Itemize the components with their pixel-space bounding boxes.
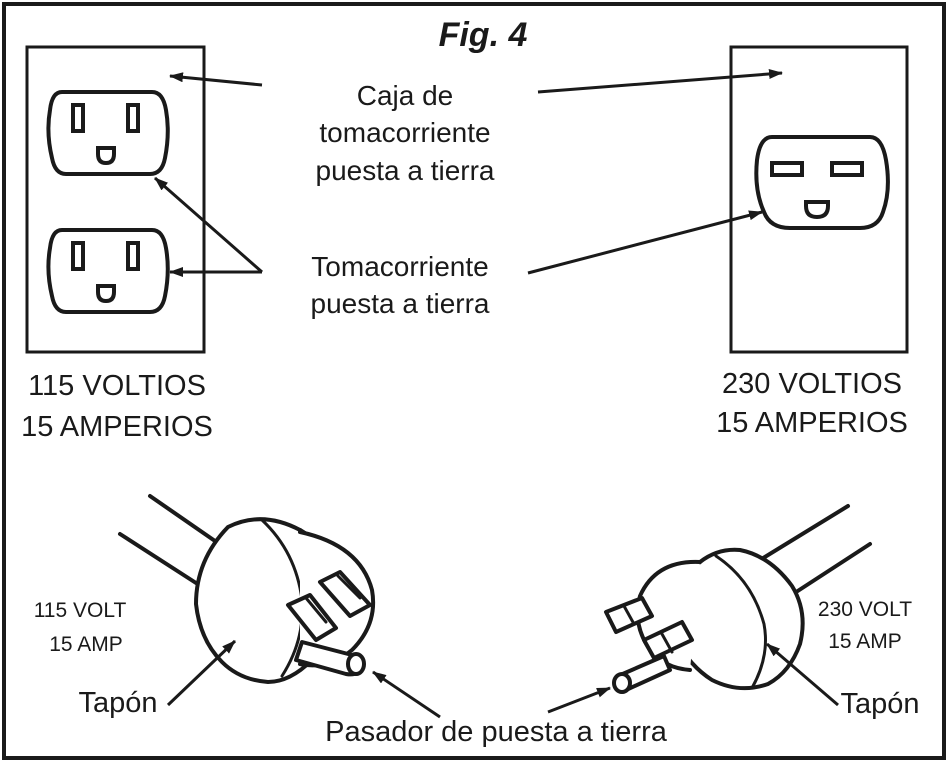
rating-115v-voltage: 115 VOLTIOS bbox=[28, 370, 206, 402]
plug-115v-voltage: 115 VOLT bbox=[34, 599, 127, 622]
outlet-box-115v bbox=[25, 45, 206, 354]
outlet-box-230v bbox=[729, 45, 909, 354]
label-grounded-outlet-line1: Tomacorriente bbox=[311, 251, 488, 282]
receptacle-230v-icon bbox=[754, 135, 890, 230]
label-grounded-outlet: Tomacorriente puesta a tierra bbox=[311, 251, 490, 319]
figure-title: Fig. 4 bbox=[439, 16, 528, 54]
arrow-box-right bbox=[537, 69, 783, 94]
label-right-plug: Tapón bbox=[840, 688, 919, 720]
receptacle-upper-icon bbox=[46, 90, 170, 176]
label-grounded-box-line2: tomacorriente bbox=[319, 117, 490, 148]
label-ground-pin: Pasador de puesta a tierra bbox=[325, 716, 668, 748]
arrow-ground-pin-left bbox=[372, 670, 441, 719]
rating-115v-amperage: 15 AMPERIOS bbox=[21, 411, 213, 443]
plug-230v-voltage: 230 VOLT bbox=[818, 598, 912, 621]
plug-115v-amperage: 15 AMP bbox=[49, 633, 123, 656]
receptacle-lower-icon bbox=[46, 228, 170, 314]
rating-230v-voltage: 230 VOLTIOS bbox=[722, 368, 902, 400]
arrow-left-plug bbox=[166, 639, 237, 707]
arrow-box-left bbox=[169, 72, 263, 87]
label-grounded-outlet-line2: puesta a tierra bbox=[311, 288, 490, 319]
pointer-arrows bbox=[154, 69, 783, 277]
label-grounded-box-line1: Caja de bbox=[357, 80, 454, 111]
arrow-right-plug bbox=[766, 642, 839, 707]
label-grounded-box-line3: puesta a tierra bbox=[316, 155, 495, 186]
plug-230v-icon bbox=[604, 504, 872, 694]
arrow-outlet-upper bbox=[154, 176, 263, 274]
label-left-plug: Tapón bbox=[78, 687, 157, 719]
label-grounded-box: Caja de tomacorriente puesta a tierra bbox=[316, 80, 495, 186]
plug-230v-amperage: 15 AMP bbox=[828, 630, 902, 653]
rating-230v-amperage: 15 AMPERIOS bbox=[716, 407, 908, 439]
arrow-outlet-right bbox=[527, 210, 763, 275]
arrow-ground-pin-right bbox=[547, 686, 611, 714]
plug-pointer-arrows bbox=[166, 639, 839, 719]
